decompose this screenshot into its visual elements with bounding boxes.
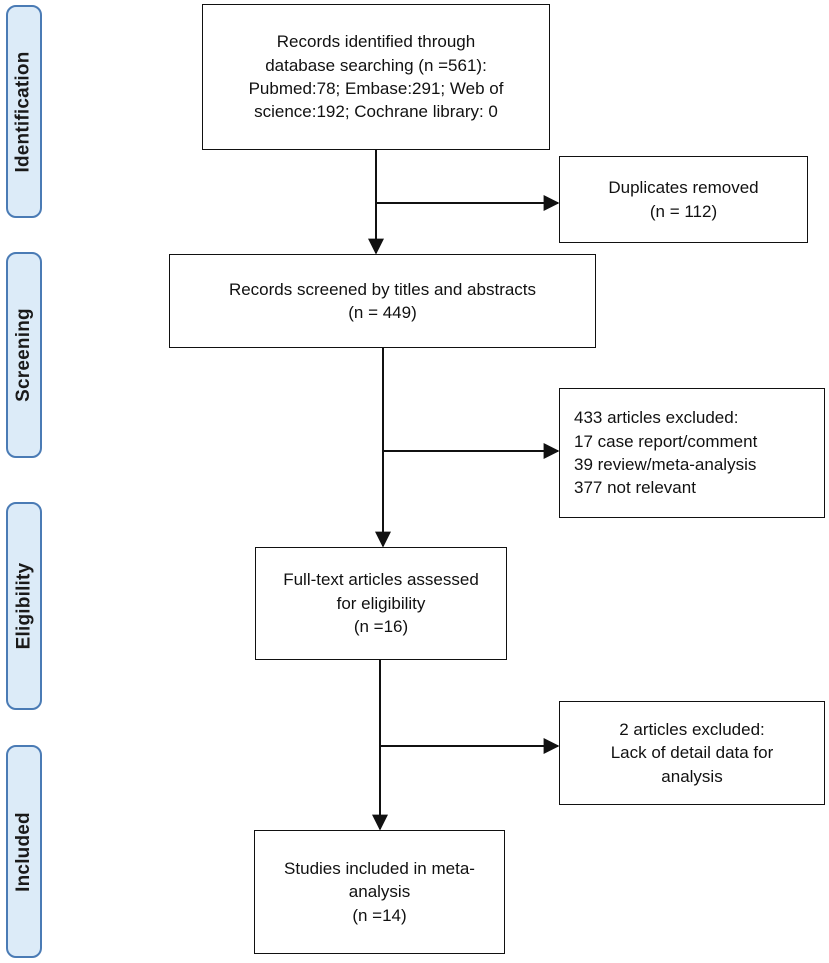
stage-identification: Identification	[6, 5, 42, 218]
studies-included-line-1: Studies included in meta-	[284, 858, 475, 878]
stage-eligibility: Eligibility	[6, 502, 42, 710]
articles-excluded-fulltext-line-3: analysis	[661, 766, 723, 786]
records-identified-line-2: database searching (n =561):	[265, 55, 487, 75]
records-identified-line-1: Records identified through	[276, 32, 476, 52]
articles-excluded-screening-line-4: 377 not relevant	[574, 478, 696, 498]
records-identified-box: Records identified through database sear…	[202, 4, 550, 150]
studies-included-line-3: (n =14)	[352, 905, 407, 925]
articles-excluded-fulltext-line-1: 2 articles excluded:	[619, 719, 765, 739]
duplicates-removed-line-1: Duplicates removed	[608, 178, 759, 198]
articles-excluded-fulltext-line-2: Lack of detail data for	[610, 743, 774, 763]
stage-screening: Screening	[6, 252, 42, 458]
articles-excluded-screening-line-3: 39 review/meta-analysis	[574, 455, 757, 474]
studies-included-box: Studies included in meta- analysis (n =1…	[254, 830, 505, 954]
records-screened-line-1: Records screened by titles and abstracts	[228, 279, 537, 299]
duplicates-removed-line-2: (n = 112)	[649, 201, 718, 221]
fulltext-assessed-box: Full-text articles assessed for eligibil…	[255, 547, 507, 660]
articles-excluded-fulltext-box: 2 articles excluded: Lack of detail data…	[559, 701, 825, 805]
articles-excluded-screening-box: 433 articles excluded: 17 case report/co…	[559, 388, 825, 518]
records-identified-line-3: Pubmed:78; Embase:291; Web of	[248, 79, 504, 98]
stage-included: Included	[6, 745, 42, 958]
fulltext-assessed-line-3: (n =16)	[353, 617, 409, 637]
records-identified-line-4: science:192; Cochrane library: 0	[254, 102, 498, 122]
studies-included-line-2: analysis	[348, 882, 411, 902]
duplicates-removed-box: Duplicates removed (n = 112)	[559, 156, 808, 243]
fulltext-assessed-line-2: for eligibility	[336, 593, 426, 613]
articles-excluded-screening-line-2: 17 case report/comment	[574, 431, 758, 451]
fulltext-assessed-line-1: Full-text articles assessed	[283, 570, 479, 590]
records-screened-box: Records screened by titles and abstracts…	[169, 254, 596, 348]
articles-excluded-screening-line-1: 433 articles excluded:	[574, 408, 739, 428]
records-screened-line-2: (n = 449)	[348, 303, 417, 322]
